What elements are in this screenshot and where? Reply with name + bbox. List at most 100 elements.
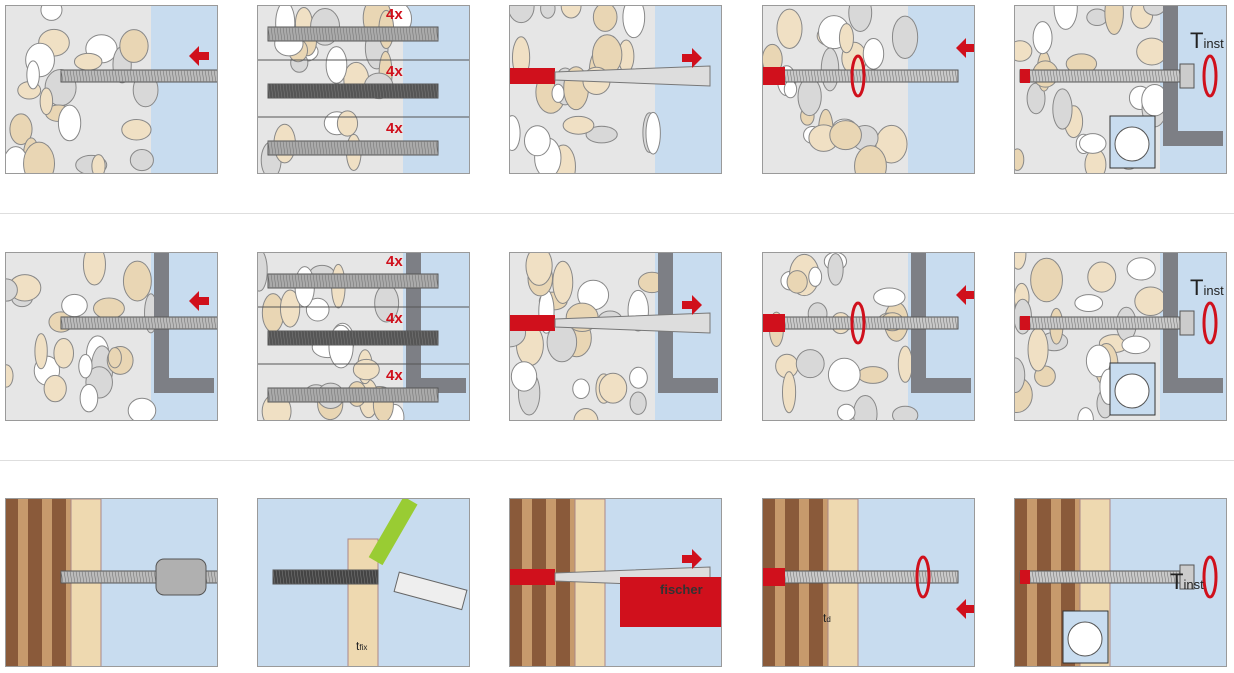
aggregate-stone [6,364,14,388]
torque-label: Tinst [1190,28,1224,54]
step-3-5-torque: Tinst [1014,498,1227,667]
aggregate-stone [325,46,348,84]
tfix-label-text: fix [359,643,368,652]
tfix-label: tfix [356,639,367,653]
aggregate-stone [73,52,103,71]
aggregate-stone [26,60,40,90]
aggregate-stone [79,383,99,413]
torque-label-text: inst [1183,577,1204,592]
aggregate-stone [622,6,646,39]
injection-gun [620,577,721,627]
direction-arrow-icon [189,46,209,66]
brand-logo-text: fischer [660,582,703,597]
aggregate-stone [837,403,856,420]
aggregate-stone [9,113,33,146]
aggregate-stone [629,366,648,389]
torque-label: Tinst [1170,569,1204,595]
aggregate-stone [1015,357,1026,394]
aggregate-stone [510,115,521,151]
mortar-fill [1020,69,1030,83]
multiplier-label: 4x [386,253,403,270]
torque-label-text: inst [1203,36,1224,51]
aggregate-stone [129,149,154,172]
mortar-fill [1020,570,1030,584]
mortar-fill [1020,316,1030,330]
torque-label-text: inst [1203,283,1224,298]
mortar-fill [763,67,785,85]
aggregate-stone [122,260,152,302]
torque-label-text: T [1190,28,1204,53]
td-label-text: d [826,615,831,624]
rotate-arrow-icon [1202,301,1218,345]
aggregate-stone [827,253,844,286]
aggregate-stone [1053,6,1078,30]
multiplier-label: 4x [386,120,403,137]
steel-bracket [1163,6,1223,146]
aggregate-stone [645,111,661,155]
aggregate-stone [551,83,565,103]
rotate-arrow-icon [1202,555,1218,599]
step-2-4-insert [762,252,975,421]
rotate-arrow-icon [1202,54,1218,98]
brick-web [18,499,28,666]
aggregate-stone [1126,257,1156,281]
multiplier-label-text: 4x [386,253,403,270]
aggregate-stone [1104,6,1124,35]
aggregate-stone [91,154,106,173]
aggregate-stone [34,333,48,370]
aggregate-stone [598,372,628,404]
direction-arrow-icon [956,285,974,305]
step-3-4-insert: td [762,498,975,667]
step-1-1-drill [5,5,218,174]
aggregate-stone [1015,40,1033,62]
sleeve-offcut [393,571,468,611]
aggregate-stone [82,253,106,286]
mortar-fill [510,569,555,585]
aggregate-stone [857,366,889,384]
aggregate-stone [560,6,582,19]
steel-bracket [154,253,214,393]
aggregate-stone [53,338,75,369]
hex-nut [1179,564,1195,590]
aggregate-stone [1032,21,1053,55]
aggregate-stone [510,361,538,392]
aggregate-stone [1015,253,1027,270]
direction-arrow-icon [956,38,974,58]
aggregate-stone [352,358,380,381]
aggregate-stone [781,371,797,414]
threaded-rod [60,69,217,83]
step-1-3-inject [509,5,722,174]
torque-label-text: T [1190,275,1204,300]
step-1-4-insert [762,5,975,174]
aggregate-stone [1086,8,1108,27]
aggregate-stone [1134,286,1167,317]
aggregate-stone [829,120,862,151]
threaded-rod [60,316,217,330]
multiplier-label: 4x [386,310,403,327]
multiplier-label: 4x [386,63,403,80]
direction-arrow-icon [682,48,702,68]
aggregate-stone [1052,88,1073,130]
static-mixer [554,312,711,334]
aggregate-stone [838,23,854,54]
step-2-1-drill [5,252,218,421]
rotate-arrow-icon [850,54,866,98]
aggregate-stone [61,293,88,318]
step-3-3-inject: fischer [509,498,722,667]
multiplier-label-text: 4x [386,310,403,327]
td-label-text: t [823,611,827,625]
torque-label-text: T [1170,569,1184,594]
aggregate-stone [629,391,647,415]
aggregate-stone [897,345,913,383]
aggregate-stone [592,6,618,32]
multiplier-label-text: 4x [386,120,403,137]
step-3-2-cut-sleeve: tfix [257,498,470,667]
aggregate-stone [23,141,56,173]
step-3-1-drill [5,498,218,667]
aggregate-stone [873,287,906,307]
row-divider [0,460,1234,461]
aggregate-stone [1030,257,1063,303]
steel-bracket [911,253,971,393]
aggregate-stone [279,289,301,328]
